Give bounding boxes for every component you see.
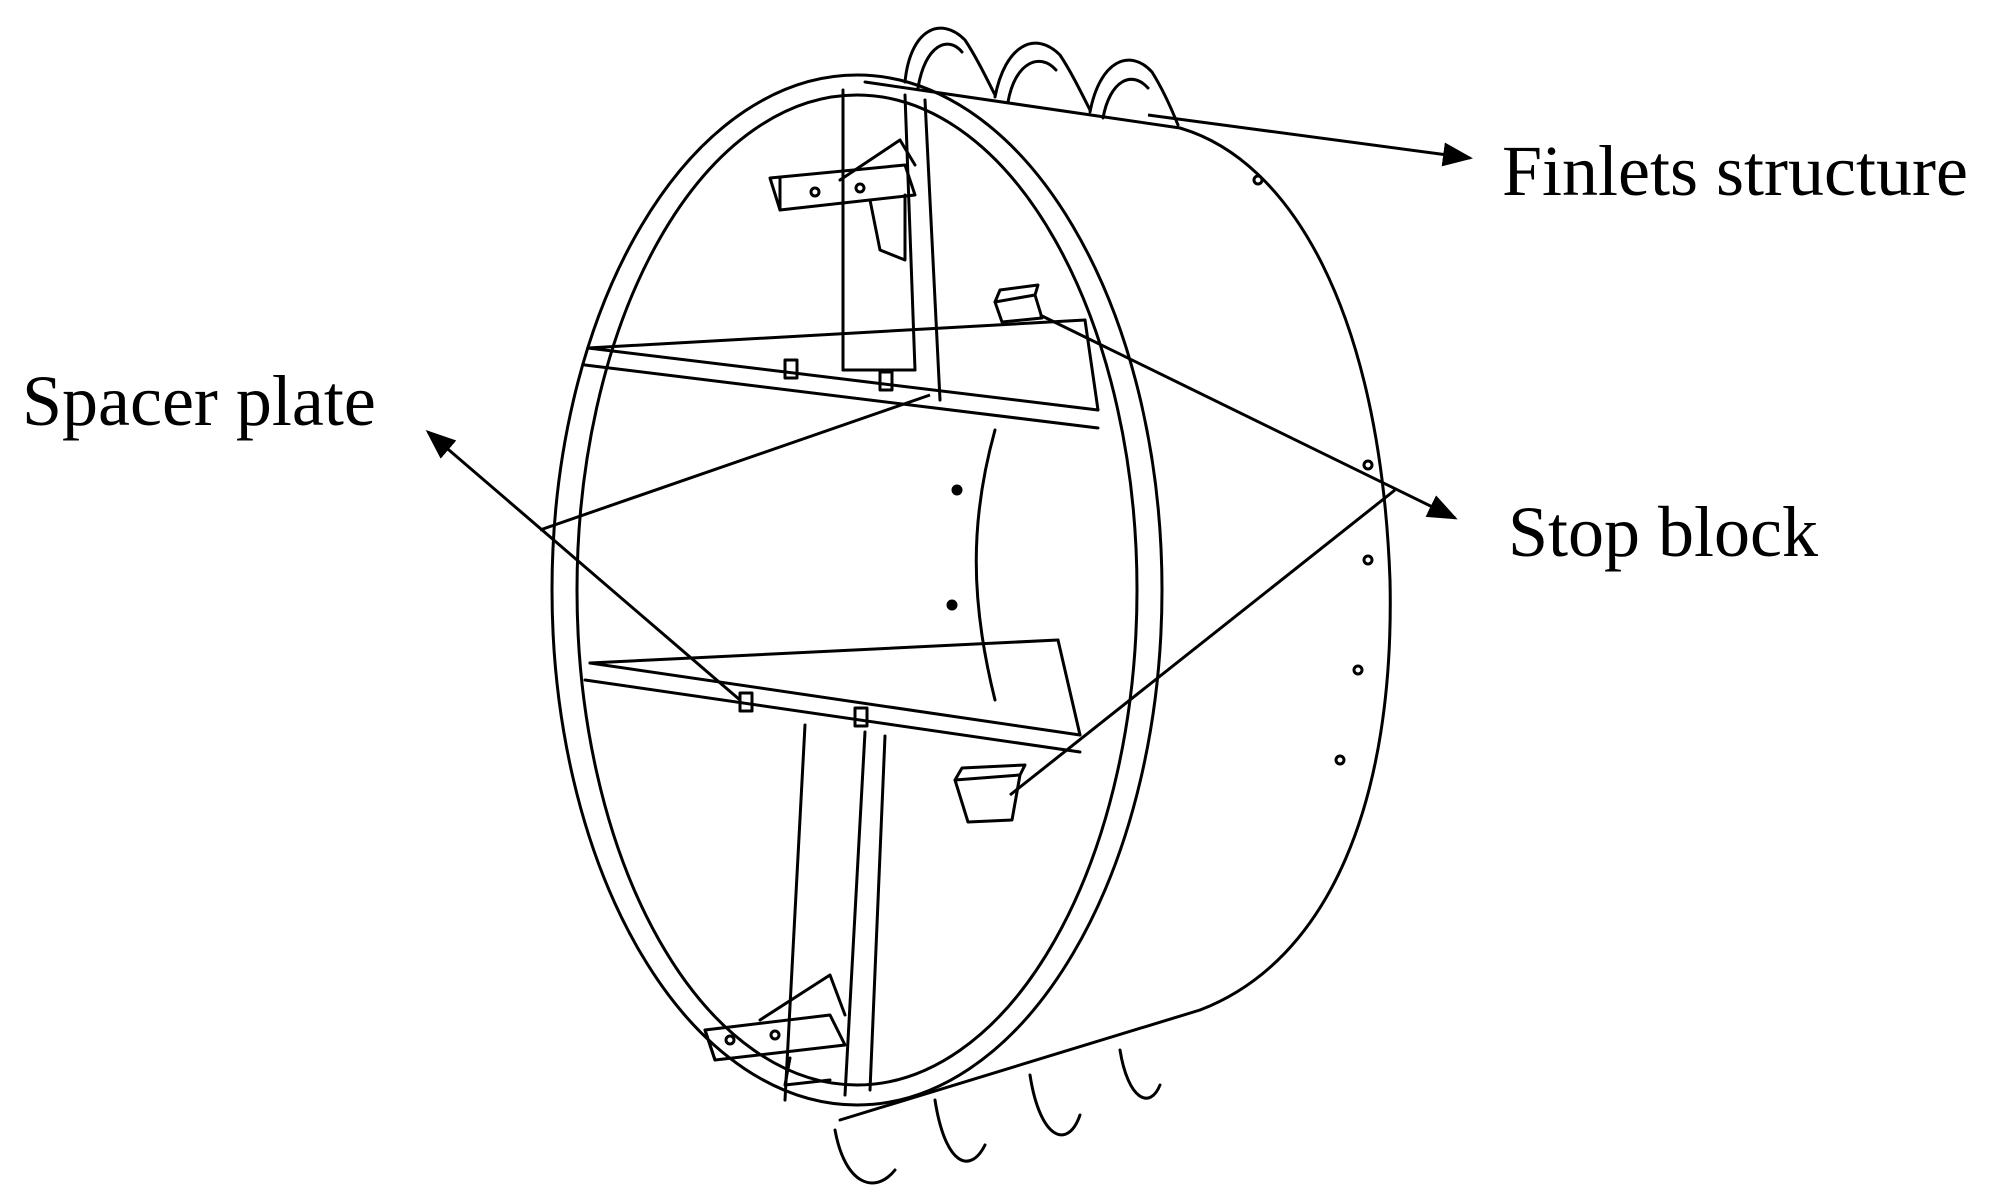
mount-bracket-lower [703, 973, 847, 1087]
stop-leader [1009, 488, 1396, 797]
spacer-leader [539, 393, 931, 532]
stop-block-lower [953, 763, 1027, 824]
spacer-plate-upper [583, 318, 1100, 430]
spacer-plate-label: Spacer plate [22, 361, 376, 441]
finlets-structure-label: Finlets structure [1502, 131, 1968, 211]
cylinder-shell [838, 80, 1392, 1122]
spacer-plate-lower [583, 638, 1082, 754]
finlet-fins-top [903, 26, 1180, 127]
finlet-fins-bottom [833, 1048, 1162, 1185]
vertical-bar-lower [783, 723, 887, 1102]
mount-bracket-upper [768, 138, 917, 262]
stop-arrow [1039, 313, 1458, 520]
stop-block-upper [993, 283, 1044, 324]
front-ring [550, 73, 1164, 1107]
stop-block-label: Stop block [1508, 492, 1818, 572]
spacer-arrow [425, 430, 741, 702]
inner-back-wall [974, 428, 997, 702]
vertical-bar-upper [841, 88, 942, 402]
finlets-arrow [1147, 113, 1473, 167]
